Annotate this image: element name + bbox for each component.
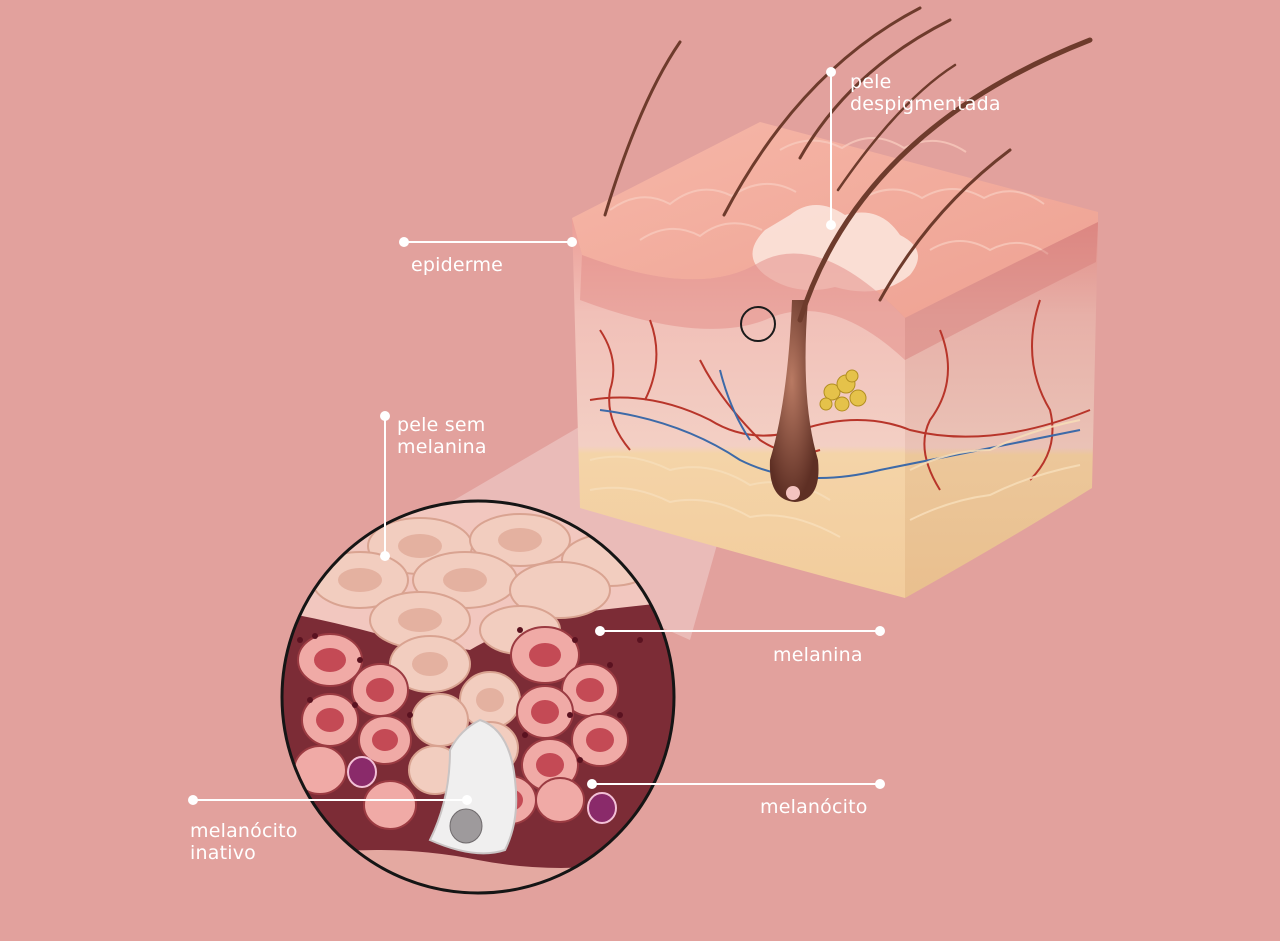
label-epiderme: epiderme [411, 254, 503, 276]
label-pele-sem-melanina: pele sem melanina [397, 414, 487, 458]
label-melanina: melanina [773, 644, 863, 666]
label-melanocito: melanócito [760, 796, 868, 818]
label-melanocito-inativo: melanócito inativo [190, 820, 298, 864]
label-pele-despigmentada: pele despigmentada [850, 71, 1001, 115]
